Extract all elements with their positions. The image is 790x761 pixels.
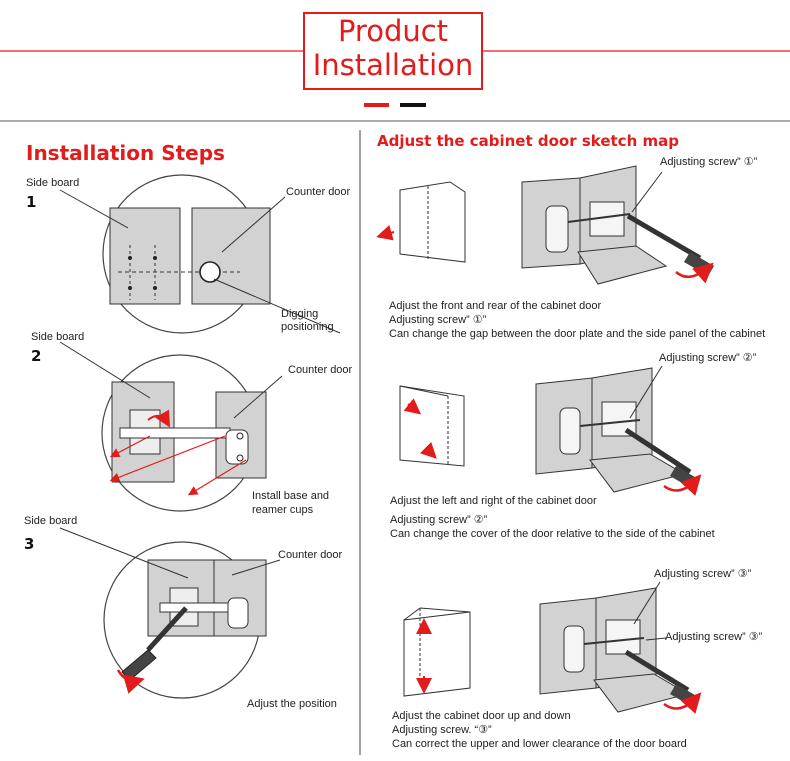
section1-line1: Adjust the front and rear of the cabinet…	[389, 300, 602, 312]
step2-diagram	[59, 341, 283, 512]
step3-number: 3	[24, 535, 35, 553]
section2-line1: Adjust the left and right of the cabinet…	[390, 495, 597, 507]
title-line1: Product	[337, 14, 449, 48]
step1-number: 1	[26, 193, 37, 211]
step2-note-line2: reamer cups	[252, 504, 314, 516]
section3-line1: Adjust the cabinet door up and down	[392, 710, 571, 722]
section2-line3: Can change the cover of the door relativ…	[390, 528, 715, 540]
step1-diagram	[59, 174, 341, 334]
step1-counter-door-label: Counter door	[286, 186, 351, 198]
section2-screw-label: Adjusting screw” ②”	[659, 352, 757, 364]
section1-line3: Can change the gap between the door plat…	[389, 328, 766, 340]
step1-note-line2: positioning	[281, 321, 334, 333]
right-section2-diagram	[399, 365, 702, 496]
step3-side-board-label: Side board	[24, 515, 78, 527]
section2-line2: Adjusting screw” ②”	[390, 514, 488, 526]
header-underline-red	[364, 103, 389, 107]
section1-screw-label: Adjusting screw” ①”	[660, 156, 758, 168]
title-line2: Installation	[312, 48, 474, 82]
step3-counter-door-label: Counter door	[278, 549, 343, 561]
sketch-map-heading: Adjust the cabinet door sketch map	[377, 132, 679, 150]
section3-screw-label-side: Adjusting screw” ③”	[665, 631, 763, 643]
step2-number: 2	[31, 347, 42, 365]
step2-counter-door-label: Counter door	[288, 364, 353, 376]
step1-side-board-label: Side board	[26, 177, 80, 189]
step2-side-board-label: Side board	[31, 331, 85, 343]
header-underline-black	[400, 103, 426, 107]
section3-line3: Can correct the upper and lower clearanc…	[392, 738, 687, 750]
product-installation-title: Product Installation	[303, 12, 483, 90]
installation-steps-heading: Installation Steps	[26, 141, 225, 165]
right-section3-diagram	[403, 581, 702, 714]
step1-note-line1: Digging	[281, 308, 319, 320]
section1-line2: Adjusting screw” ①”	[389, 314, 487, 326]
section3-line2: Adjusting screw. “③”	[392, 724, 492, 736]
step3-diagram	[59, 527, 281, 699]
right-section1-diagram	[376, 165, 714, 285]
step2-note-line1: Install base and	[252, 490, 330, 502]
step3-note: Adjust the position	[247, 698, 337, 710]
section3-screw-label-top: Adjusting screw” ③”	[654, 568, 752, 580]
